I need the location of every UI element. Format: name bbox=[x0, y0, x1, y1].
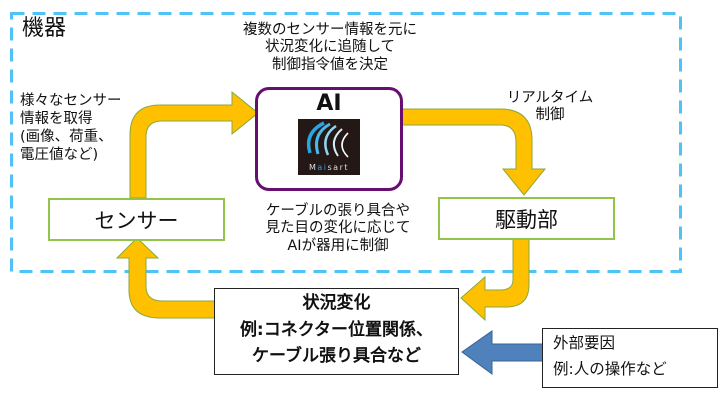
actuator-node: 駆動部 bbox=[438, 197, 615, 240]
arrow-sensor-to-ai bbox=[129, 90, 259, 199]
external-factor-node: 外部要因 例:人の操作など bbox=[542, 328, 718, 388]
external-factor-example: 例:人の操作など bbox=[553, 360, 667, 378]
arrow-external-to-situation bbox=[461, 330, 547, 375]
annotation-realtime-control: リアルタイム 制御 bbox=[506, 90, 594, 124]
maisart-logo: Maisart bbox=[298, 119, 360, 175]
logo-text-m: M bbox=[308, 163, 318, 172]
device-group-dashed-border bbox=[10, 12, 682, 273]
arrow-actuator-to-situation bbox=[460, 238, 530, 322]
logo-text-ai: ai bbox=[317, 163, 328, 172]
situation-change-example-1: 例:コネクター位置関係、 bbox=[239, 320, 434, 340]
annotation-sensor-input: 様々なセンサー 情報を取得 (画像、荷重、 電圧値など) bbox=[20, 93, 122, 164]
situation-change-title: 状況変化 bbox=[302, 293, 371, 313]
device-group-label: 機器 bbox=[22, 16, 67, 41]
annotation-ai-decision: 複数のセンサー情報を元に 状況変化に追随して 制御指令値を決定 bbox=[243, 22, 417, 73]
annotation-dexterous-control: ケーブルの張り具合や 見た目の変化に応じて AIが器用に制御 bbox=[265, 203, 411, 254]
logo-text-sart: sart bbox=[327, 163, 350, 172]
ai-node-title: AI bbox=[316, 91, 342, 116]
arrow-ai-to-actuator bbox=[401, 108, 547, 196]
actuator-node-label: 駆動部 bbox=[495, 207, 558, 232]
situation-change-example-2: ケーブル張り具合など bbox=[252, 346, 421, 366]
sensor-node-label: センサー bbox=[94, 208, 179, 233]
external-factor-title: 外部要因 bbox=[553, 334, 616, 352]
situation-change-node: 状況変化 例:コネクター位置関係、 ケーブル張り具合など bbox=[214, 288, 459, 375]
sensor-node: センサー bbox=[48, 198, 225, 241]
maisart-logo-icon bbox=[306, 121, 349, 158]
ai-node: AI Maisart bbox=[255, 87, 403, 191]
arrow-situation-to-sensor bbox=[115, 237, 216, 319]
maisart-logo-text: Maisart bbox=[298, 163, 360, 172]
